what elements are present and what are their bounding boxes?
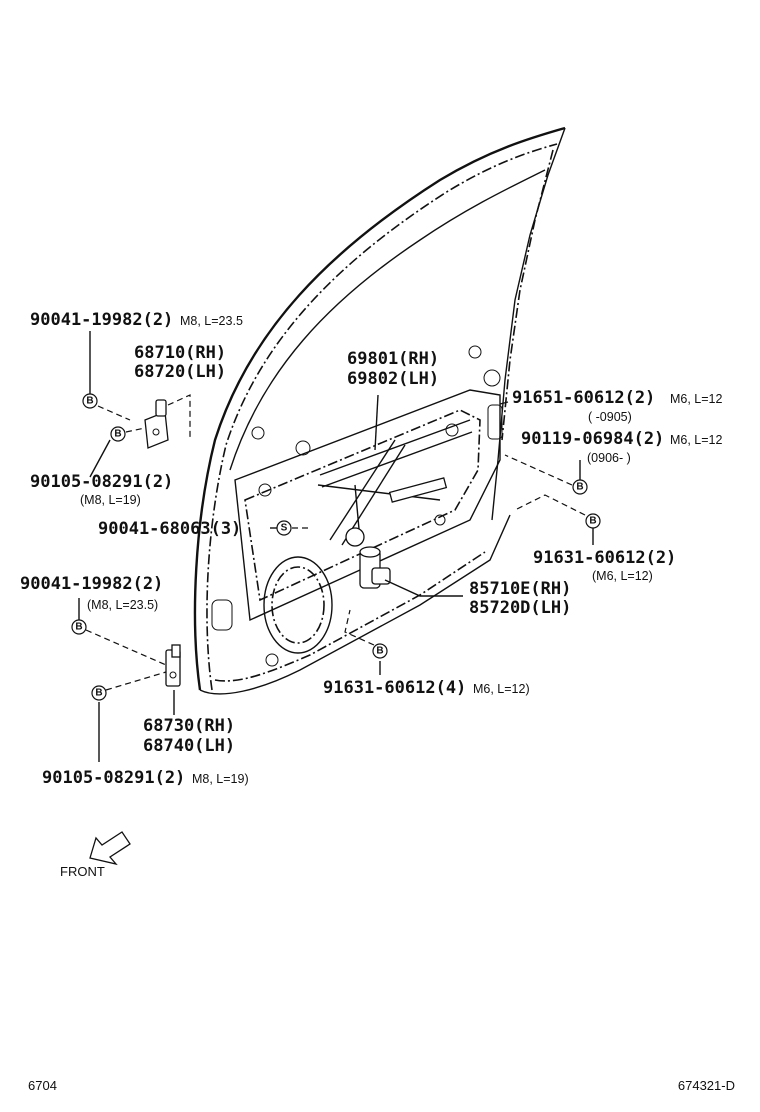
leader-lines [78, 331, 594, 762]
bolt-symbol: B [372, 643, 388, 659]
bolt-symbol: B [71, 619, 87, 635]
svg-text:B: B [95, 688, 102, 699]
screw-symbol: S [276, 520, 292, 536]
upper-hinge [144, 394, 191, 449]
callout-part-number: 85720D(LH) [469, 598, 571, 618]
door-frame [193, 126, 566, 695]
front-label: FRONT [60, 864, 105, 879]
callout-spec: M8, L=19) [192, 772, 249, 786]
callout-part-number: 69802(LH) [347, 369, 439, 389]
svg-text:B: B [86, 396, 93, 407]
callout-part-number: 85710E(RH) [469, 579, 571, 599]
bolt-symbol: B [585, 513, 601, 529]
callout-part-number: 69801(RH) [347, 349, 439, 369]
callout-part-number: 68720(LH) [134, 362, 226, 382]
svg-text:S: S [281, 523, 288, 534]
figure-code: 674321-D [678, 1078, 735, 1093]
callout-part-number: 91651-60612(2) [512, 388, 655, 408]
callout-spec: (M6, L=12) [592, 569, 653, 583]
svg-text:B: B [576, 482, 583, 493]
callout-part-number: 90041-19982(2) [30, 310, 173, 330]
svg-text:B: B [75, 622, 82, 633]
window-regulator [317, 419, 473, 547]
callout-part-number: 68730(RH) [143, 716, 235, 736]
callout-part-number: 90105-08291(2) [30, 472, 173, 492]
bolt-symbol: B [91, 685, 107, 701]
callout-part-number: 90041-19982(2) [20, 574, 163, 594]
bolt-symbol: B [572, 479, 588, 495]
svg-text:B: B [376, 646, 383, 657]
callout-spec: M6, L=12 [670, 392, 723, 406]
svg-text:B: B [114, 429, 121, 440]
callout-spec: M6, L=12) [473, 682, 530, 696]
bolt-symbol: B [110, 426, 126, 442]
callout-spec: (M8, L=19) [80, 493, 141, 507]
callout-date-range: (0906- ) [587, 451, 631, 465]
front-arrow-icon [89, 831, 131, 866]
callout-spec: M6, L=12 [670, 433, 723, 447]
callout-part-number: 68740(LH) [143, 736, 235, 756]
callout-part-number: 90119-06984(2) [521, 429, 664, 449]
callout-spec: M8, L=23.5 [180, 314, 243, 328]
lower-hinge [165, 644, 181, 687]
callout-spec: (M8, L=23.5) [87, 598, 158, 612]
callout-part-number: 68710(RH) [134, 343, 226, 363]
callout-part-number: 91631-60612(2) [533, 548, 676, 568]
svg-text:B: B [589, 516, 596, 527]
page-code: 6704 [28, 1078, 57, 1093]
callout-part-number: 90105-08291(2) [42, 768, 185, 788]
callout-part-number: 91631-60612(4) [323, 678, 466, 698]
bolt-symbol: B [82, 393, 98, 409]
callout-date-range: ( -0905) [588, 410, 632, 424]
window-motor [359, 546, 391, 589]
callout-part-number: 90041-68063(3) [98, 519, 241, 539]
